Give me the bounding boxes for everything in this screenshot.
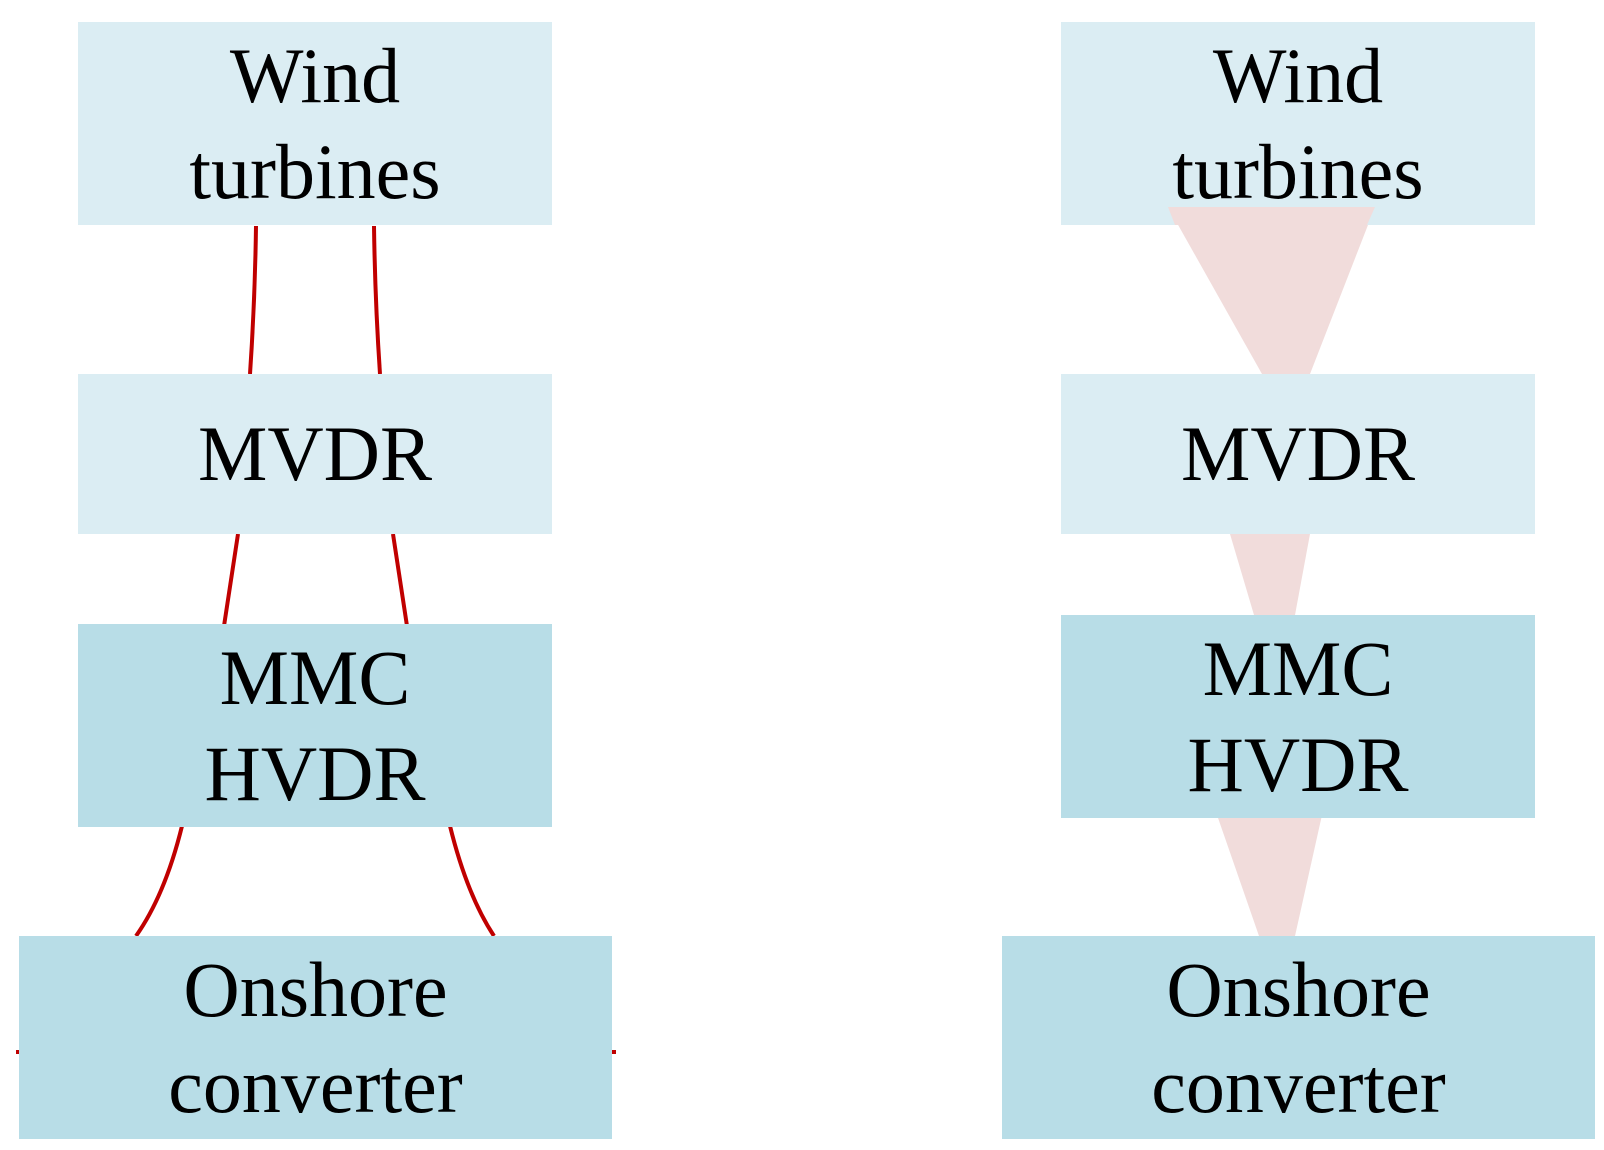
onshore-converter-label-line2: converter (168, 1041, 463, 1129)
mvdr-label: MVDR (197, 410, 433, 497)
wind-turbines-label-line2: turbines (189, 127, 441, 215)
onshore-converter-box-left: Onshore converter (19, 936, 612, 1139)
onshore-converter-label-line2: converter (1151, 1041, 1446, 1129)
flow-mvdr-to-mmc (1230, 534, 1310, 615)
wind-turbines-label-line2: turbines (1172, 127, 1424, 215)
flow-wind-overlay (1168, 207, 1375, 225)
cable-wind-mvdr-left (248, 225, 258, 375)
mvdr-box-right: MVDR (1061, 374, 1535, 534)
mmc-hvdr-label-line1: MMC (1202, 624, 1394, 712)
flow-wind-to-mvdr (1168, 207, 1375, 374)
mmc-hvdr-label-line2: HVDR (204, 729, 426, 817)
wind-turbines-label-line1: Wind (229, 31, 401, 119)
wind-turbines-box-left: Wind turbines (78, 22, 552, 225)
wind-turbines-box-right: Wind turbines (1061, 22, 1535, 225)
flow-mmc-to-onshore (1217, 815, 1322, 936)
mmc-hvdr-box-left: MMC HVDR (78, 624, 552, 827)
wind-turbines-label-line1: Wind (1212, 31, 1384, 119)
mmc-hvdr-label-line1: MMC (219, 633, 411, 721)
cable-mmc-onshore-right (448, 825, 496, 938)
onshore-converter-box-right: Onshore converter (1002, 936, 1595, 1139)
mvdr-box-left: MVDR (78, 374, 552, 534)
cable-mvdr-mmc-right (391, 533, 409, 627)
cable-mmc-onshore-left (134, 825, 184, 938)
cable-wind-mvdr-right (372, 225, 382, 375)
mmc-hvdr-box-right: MMC HVDR (1061, 615, 1535, 818)
onshore-converter-label-line1: Onshore (1166, 945, 1431, 1033)
mvdr-label: MVDR (1180, 410, 1416, 497)
onshore-converter-label-line1: Onshore (183, 945, 448, 1033)
mmc-hvdr-label-line2: HVDR (1187, 720, 1409, 808)
cable-mvdr-mmc-left (222, 533, 240, 627)
